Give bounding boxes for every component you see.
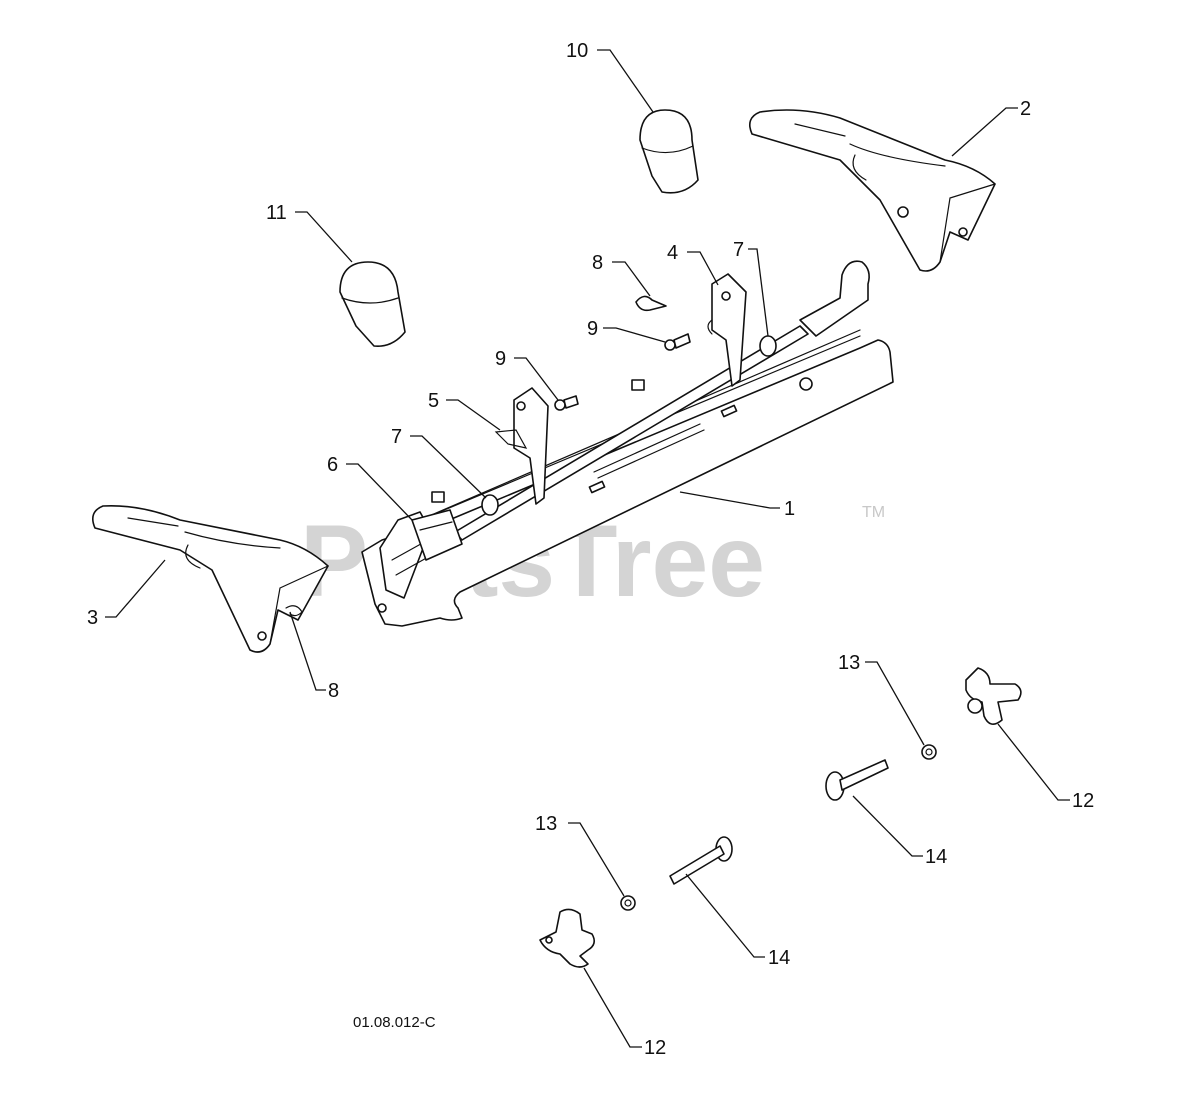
callout-13: 13 bbox=[838, 652, 860, 674]
callout-7: 7 bbox=[733, 239, 744, 261]
part-14-bolt[interactable] bbox=[669, 836, 733, 885]
part-12-star-knob[interactable] bbox=[965, 667, 1022, 725]
part-8-clip[interactable] bbox=[635, 295, 667, 312]
callout-8: 8 bbox=[328, 680, 339, 702]
callout-13: 13 bbox=[535, 813, 557, 835]
part-12-star-knob[interactable] bbox=[539, 908, 596, 968]
callout-14: 14 bbox=[768, 947, 790, 969]
part-9-bolt[interactable] bbox=[554, 395, 579, 411]
callout-7: 7 bbox=[391, 426, 402, 448]
callout-11: 11 bbox=[266, 202, 287, 224]
callout-10: 10 bbox=[566, 40, 588, 62]
part-3-handle[interactable] bbox=[92, 504, 329, 653]
callout-2: 2 bbox=[1020, 98, 1031, 120]
callout-14: 14 bbox=[925, 846, 947, 868]
part-7-washer[interactable] bbox=[481, 494, 499, 516]
callout-4: 4 bbox=[667, 242, 678, 264]
part-9-bolt[interactable] bbox=[664, 333, 691, 351]
trademark: TM bbox=[862, 504, 885, 521]
callout-12: 12 bbox=[1072, 790, 1094, 812]
callout-9: 9 bbox=[587, 318, 598, 340]
part-7-washer[interactable] bbox=[759, 335, 777, 357]
callout-1: 1 bbox=[784, 498, 795, 520]
part-13-nut[interactable] bbox=[620, 895, 636, 911]
part-13-nut[interactable] bbox=[921, 744, 937, 760]
part-6-bracket[interactable] bbox=[411, 509, 463, 561]
part-11-knob[interactable] bbox=[339, 261, 406, 348]
callout-6: 6 bbox=[327, 454, 338, 476]
drawing-code: 01.08.012-C bbox=[353, 1014, 436, 1031]
callout-5: 5 bbox=[428, 390, 439, 412]
callout-3: 3 bbox=[87, 607, 98, 629]
part-14-bolt[interactable] bbox=[825, 759, 889, 801]
part-2-handle[interactable] bbox=[749, 109, 996, 272]
callout-8: 8 bbox=[592, 252, 603, 274]
callout-9: 9 bbox=[495, 348, 506, 370]
part-10-knob[interactable] bbox=[639, 109, 699, 194]
callout-12: 12 bbox=[644, 1037, 666, 1059]
leader-lines bbox=[105, 49, 1070, 1048]
part-5-arm[interactable] bbox=[494, 387, 549, 505]
part-4-arm[interactable] bbox=[707, 273, 747, 387]
